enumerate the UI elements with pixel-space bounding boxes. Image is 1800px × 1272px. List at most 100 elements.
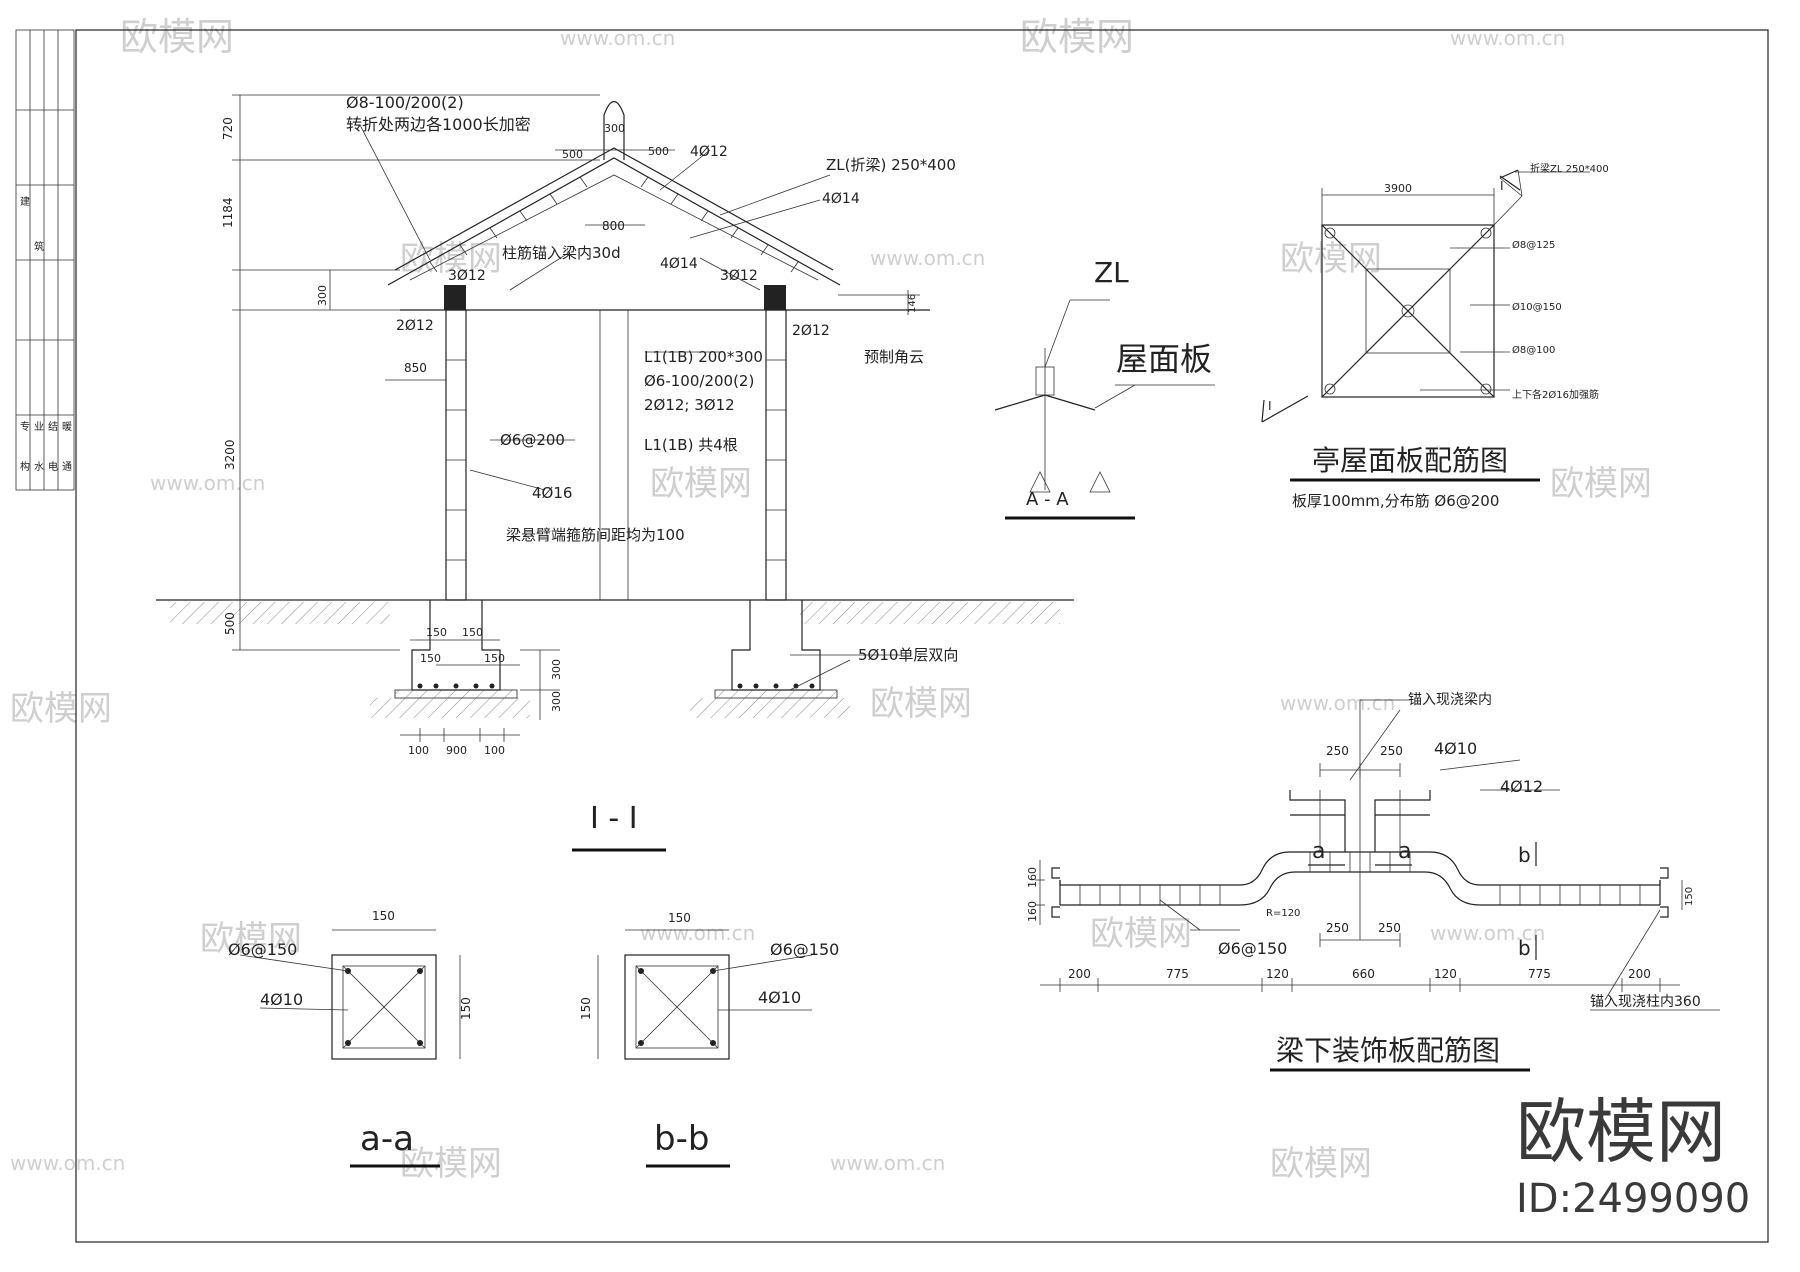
- roof-plan-title: 亭屋面板配筋图: [1312, 444, 1508, 477]
- watermark-logo-text: 欧模网: [1516, 1091, 1726, 1173]
- watermark-brand: 欧模网: [1020, 15, 1134, 59]
- column-stirrup-label: Ø6@200: [500, 431, 565, 449]
- dim-label: 500: [648, 145, 669, 158]
- title-block-cell: 电: [48, 460, 58, 473]
- title-block-cell: 业: [34, 421, 44, 433]
- watermark-brand: 欧模网: [1270, 1144, 1372, 1184]
- title-block-cell: 结: [48, 420, 58, 433]
- deco-stirrup-label: Ø6@150: [1218, 939, 1287, 958]
- title-block-cell: 通: [62, 461, 72, 473]
- watermark-site: www.om.cn: [870, 246, 985, 270]
- aa-dim-height: 150: [459, 997, 473, 1020]
- deco-plate-drawing: [1035, 699, 1720, 1072]
- aa-dim-width: 150: [372, 909, 395, 923]
- dim-label: 250: [1380, 744, 1403, 758]
- dim-label: 250: [1326, 921, 1349, 935]
- dim-label: 850: [404, 361, 427, 375]
- watermark-id: ID:2499090: [1516, 1176, 1750, 1222]
- dim-label: 160: [1026, 901, 1039, 922]
- dim-label: 300: [550, 659, 563, 680]
- detail-aa-title: A - A: [1026, 489, 1069, 510]
- watermark-brand: 欧模网: [10, 689, 112, 729]
- watermark-site: www.om.cn: [150, 471, 265, 495]
- bb-dim-width: 150: [668, 911, 691, 925]
- sheet-border: [75, 29, 1769, 1243]
- roof-plan-subtitle: 板厚100mm,分布筋 Ø6@200: [1292, 492, 1499, 510]
- dim-label: 775: [1528, 967, 1551, 981]
- title-block-cell: 专: [20, 420, 30, 433]
- title-block-cell: 水: [34, 461, 44, 473]
- roof-slab-label: 屋面板: [1116, 340, 1212, 378]
- dim-label: 200: [1628, 967, 1651, 981]
- dim-label: 720: [221, 117, 235, 140]
- bb-dim-height: 150: [579, 997, 593, 1020]
- watermark-site: www.om.cn: [640, 921, 755, 945]
- rebar-label: 4Ø14: [822, 191, 860, 207]
- rebar-label: 4Ø12: [690, 144, 728, 160]
- dim-label: 120: [1266, 967, 1289, 981]
- title-block-cell: 建: [20, 195, 30, 208]
- stirrup-top-note: Ø8-100/200(2): [346, 93, 464, 112]
- watermark-brand: 欧模网: [200, 919, 302, 959]
- bb-stirrup-label: Ø6@150: [770, 940, 839, 959]
- rebar-label: 2Ø12: [792, 323, 830, 339]
- aa-rebar-label: 4Ø10: [260, 990, 303, 1009]
- dim-label: 160: [1026, 867, 1039, 888]
- dim-label: 250: [1326, 744, 1349, 758]
- dim-label: 150: [426, 626, 447, 639]
- watermark-site: www.om.cn: [1280, 691, 1395, 715]
- title-block-cell: 筑: [34, 240, 44, 253]
- deco-rebar-label: 4Ø12: [1500, 777, 1543, 796]
- detail-aa-drawing: [994, 299, 1215, 520]
- dim-label: 146: [907, 294, 918, 313]
- dim-label: 150: [1684, 887, 1695, 906]
- roof-plan-rebar-note: 上下各2Ø16加强筋: [1512, 388, 1599, 401]
- watermark-site: www.om.cn: [1430, 921, 1545, 945]
- cantilever-note: 梁悬臂端箍筋间距均为100: [506, 526, 685, 544]
- dim-label: 300: [604, 122, 625, 135]
- footing-rebar-label: 5Ø10单层双向: [858, 646, 958, 664]
- dim-label: 300: [316, 285, 329, 306]
- l1-count-label: L1(1B) 共4根: [644, 436, 738, 454]
- title-block-cell: 构: [20, 460, 30, 473]
- section-aa-title: a-a: [360, 1119, 414, 1159]
- section-1-title: I - I: [590, 801, 638, 836]
- rebar-label: 4Ø14: [660, 256, 698, 272]
- dim-label: 150: [484, 652, 505, 665]
- watermark-brand: 欧模网: [1090, 914, 1192, 954]
- dim-label: 100: [484, 744, 505, 757]
- watermark-brand: 欧模网: [1550, 464, 1652, 504]
- section-aa-drawing: [239, 929, 461, 1060]
- watermark-brand: 欧模网: [870, 684, 972, 724]
- rebar-label: 3Ø12: [448, 268, 486, 284]
- rebar-label: 2Ø12: [396, 318, 434, 334]
- zl-beam-label: ZL(折梁) 250*400: [826, 156, 956, 174]
- cut-mark: I: [1268, 399, 1272, 413]
- aa-stirrup-label: Ø6@150: [228, 940, 297, 959]
- roof-plan-dim: 3900: [1384, 182, 1412, 195]
- dim-label: 1184: [221, 197, 235, 228]
- cut-mark-b: b: [1518, 936, 1531, 960]
- dim-label: 250: [1378, 921, 1401, 935]
- roof-plan-zl-note: 折梁ZL 250*400: [1530, 162, 1609, 175]
- detail-zl-label: ZL: [1094, 256, 1129, 289]
- column-rebar-label: 4Ø16: [532, 484, 572, 502]
- precast-note: 预制角云: [864, 348, 924, 366]
- dim-label: 150: [462, 626, 483, 639]
- dim-label: 900: [446, 744, 467, 757]
- cut-mark-b: b: [1518, 843, 1531, 867]
- title-block-cell: 暖: [62, 420, 72, 433]
- stirrup-top-densify-note: 转折处两边各1000长加密: [346, 115, 531, 134]
- watermark-brand: 欧模网: [400, 1144, 502, 1184]
- l1-spec-label: L1(1B) 200*300: [644, 348, 763, 366]
- dim-label: 660: [1352, 967, 1375, 981]
- dim-label: 120: [1434, 967, 1457, 981]
- dim-label: 150: [420, 652, 441, 665]
- watermark-site: www.om.cn: [10, 1151, 125, 1175]
- dim-label: 100: [408, 744, 429, 757]
- anchor-column-note: 锚入现浇柱内360: [1590, 994, 1701, 1010]
- section-bb-drawing: [597, 929, 813, 1060]
- watermark-brand: 欧模网: [120, 15, 234, 59]
- watermark-brand: 欧模网: [650, 464, 752, 504]
